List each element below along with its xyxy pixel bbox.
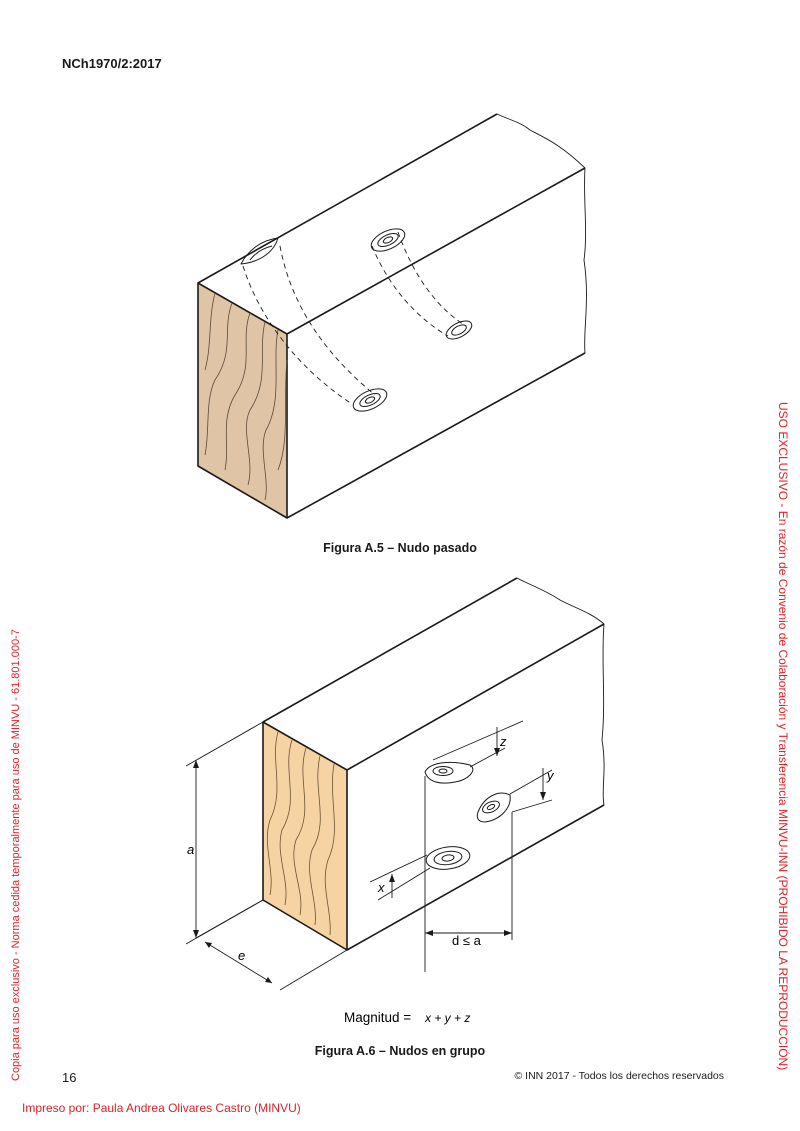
page-number: 16 — [62, 1070, 77, 1085]
formula-expr: x + y + z — [424, 1011, 470, 1025]
label-x: x — [377, 880, 385, 895]
watermark-right: USO EXCLUSIVO - En razón de Convenio de … — [776, 402, 790, 1071]
figure-a6-caption: Figura A.6 – Nudos en grupo — [314, 1044, 486, 1058]
label-z: z — [499, 734, 507, 749]
figure-a5-caption: Figura A.5 – Nudo pasado — [323, 541, 477, 555]
copyright-notice: © INN 2017 - Todos los derechos reservad… — [514, 1070, 724, 1082]
label-e: e — [238, 948, 245, 963]
document-code: NCh1970/2:2017 — [62, 56, 162, 71]
watermark-left: Copia para uso exclusivo - Norma cedida … — [10, 629, 22, 1081]
label-a: a — [187, 842, 194, 857]
label-y: y — [546, 768, 555, 783]
printed-by-notice: Impreso por: Paula Andrea Olivares Castr… — [22, 1101, 301, 1115]
label-d: d ≤ a — [452, 933, 482, 948]
formula-prefix: Magnitud = — [344, 1010, 411, 1025]
